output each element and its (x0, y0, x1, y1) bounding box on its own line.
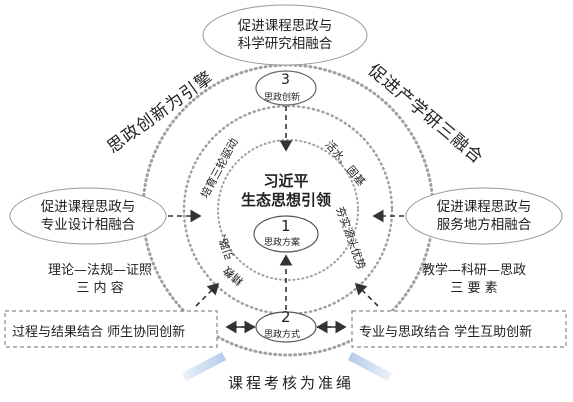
left-ellipse (9, 187, 167, 245)
bottom-left-box (4, 310, 218, 348)
node3-number: 3 (281, 72, 290, 88)
center-title-line2: 生态思想引领 (240, 191, 331, 209)
node2-number: 2 (281, 308, 291, 326)
blue-arrow-right (348, 352, 392, 381)
node1-label: 思政方案 (264, 238, 301, 248)
right-ellipse (405, 187, 563, 245)
top-ellipse-line2: 科学研究相融合 (237, 36, 333, 52)
left-text-line1: 理论—法规—证照 (47, 263, 152, 278)
center-title: 习近平 生态思想引领 (228, 172, 344, 210)
right-text-line2: 三 要 素 (450, 281, 498, 296)
right-ellipse-text: 促进课程思政与 服务地方相融合 (406, 198, 562, 234)
middle-dotted-ring (182, 104, 394, 316)
node2-label: 思政方式 (264, 330, 301, 340)
top-ellipse (202, 4, 368, 66)
inner-dotted-ring (217, 139, 359, 281)
bottom-arc-label: 课程考核为准绳 (228, 374, 355, 392)
left-ellipse-line2: 专业设计相融合 (40, 217, 136, 233)
bottom-right-box (351, 310, 567, 348)
center-title-line1: 习近平 (263, 172, 309, 190)
right-text: 教学—科研—思政 三 要 素 (404, 262, 544, 298)
right-ellipse-line1: 促进课程思政与 (436, 199, 532, 215)
node1-oval (253, 215, 319, 253)
node3-oval (255, 70, 317, 106)
node1-number: 1 (281, 217, 291, 235)
right-text-line1: 教学—科研—思政 (421, 263, 526, 278)
left-ellipse-line1: 促进课程思政与 (40, 199, 136, 215)
node3-label: 思政创新 (264, 93, 301, 103)
arrow-bottomleft-to-ring (195, 282, 220, 307)
blue-arrow-left (182, 352, 226, 381)
right-ellipse-line2: 服务地方相融合 (436, 217, 532, 233)
left-text: 理论—法规—证照 三 内 容 (30, 262, 170, 298)
node2-oval (255, 311, 317, 343)
left-text-line2: 三 内 容 (76, 281, 124, 296)
top-ellipse-line1: 促进课程思政与 (237, 18, 333, 34)
top-ellipse-text: 促进课程思政与 科学研究相融合 (205, 17, 365, 53)
left-ellipse-text: 促进课程思政与 专业设计相融合 (10, 198, 166, 234)
bottom-right-box-text: 专业与思政结合 学生互助创新 (359, 325, 533, 340)
bottom-left-box-text: 过程与结果结合 师生协同创新 (12, 325, 186, 340)
